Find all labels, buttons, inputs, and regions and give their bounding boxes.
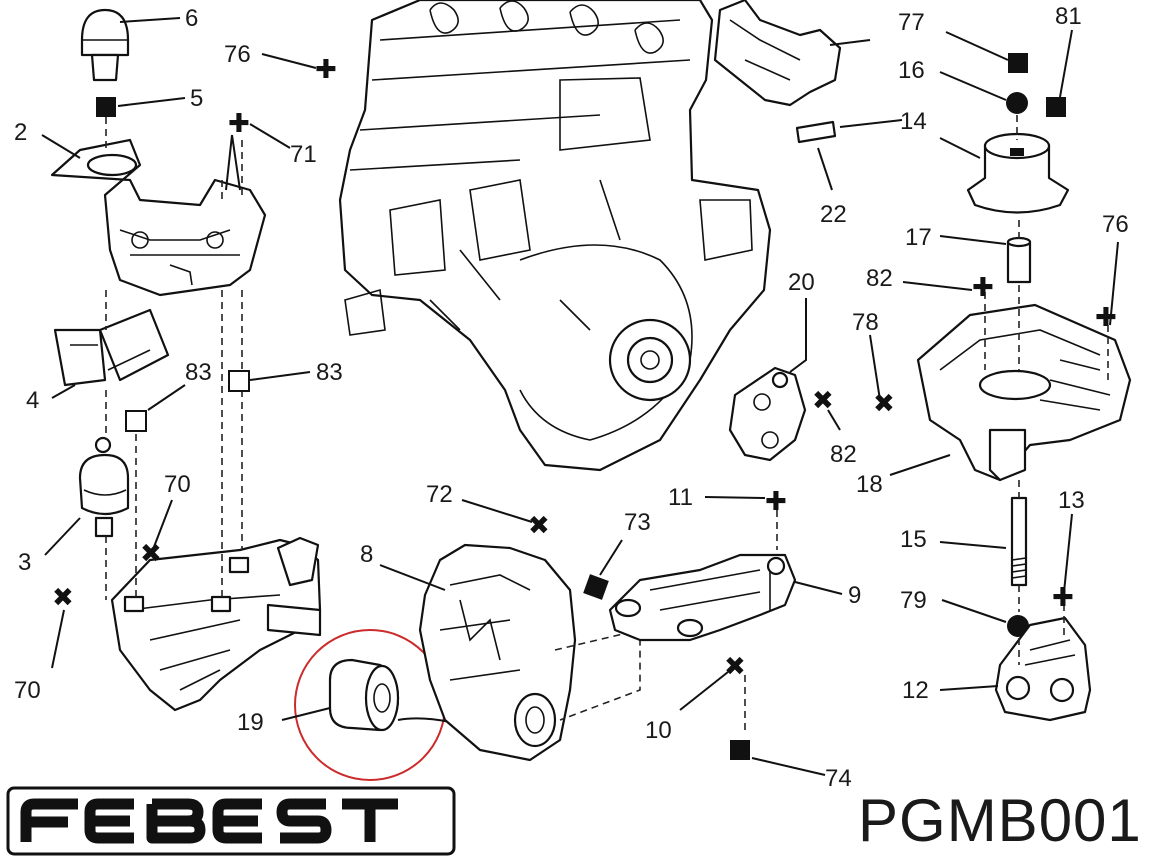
callout-77: 77 xyxy=(898,9,925,36)
part-2-upper-bracket xyxy=(50,138,267,297)
washer-79 xyxy=(1007,615,1029,637)
cross-76b: ✚ xyxy=(1095,303,1117,333)
callout-6: 6 xyxy=(185,5,198,32)
callout-82: 82 xyxy=(866,265,893,292)
callout-16: 16 xyxy=(898,57,925,84)
cross-13: ✚ xyxy=(1052,583,1074,613)
part-5-square xyxy=(96,97,116,117)
square-77 xyxy=(1008,53,1028,73)
left-fasteners: ✚ ✚ ✖ ✖ xyxy=(52,55,337,613)
callout-3: 3 xyxy=(18,549,31,576)
callout-72: 72 xyxy=(426,481,453,508)
callout-71: 71 xyxy=(290,141,317,168)
callout-9: 9 xyxy=(848,582,861,609)
part-14-mount-top xyxy=(966,132,1070,214)
part-9-bracket xyxy=(608,553,797,642)
callout-8: 8 xyxy=(360,541,373,568)
cross-11: ✚ xyxy=(765,487,787,517)
callout-19: 19 xyxy=(237,709,264,736)
leader-lines xyxy=(41,17,1119,776)
left-alignment-lines xyxy=(105,117,243,600)
part-17-sleeve xyxy=(1006,236,1032,284)
callout-20: 20 xyxy=(788,269,815,296)
callout-13: 13 xyxy=(1058,487,1085,514)
part-19-bushing-highlighted xyxy=(294,629,451,781)
callout-17: 17 xyxy=(905,224,932,251)
cross-72: ✖ xyxy=(528,511,550,541)
part-4-pad xyxy=(53,308,170,387)
callout-79: 79 xyxy=(900,587,927,614)
right-alignment-lines xyxy=(984,115,1109,665)
cross-82a: ✖ xyxy=(812,386,834,416)
part-15-stud xyxy=(1010,496,1028,587)
part-14-top-bracket xyxy=(713,0,842,144)
part-18-housing xyxy=(916,303,1132,482)
callout-4: 4 xyxy=(26,387,39,414)
callout-12: 12 xyxy=(902,677,929,704)
febest-logo xyxy=(6,786,458,858)
callout-74: 74 xyxy=(825,765,852,792)
square-81 xyxy=(1046,97,1066,117)
callout-83: 83 xyxy=(185,359,212,386)
callout-10: 10 xyxy=(645,717,672,744)
center-fasteners: ✖ ✚ ✖ xyxy=(528,487,787,760)
cross-71: ✚ xyxy=(228,109,250,139)
cross-82b: ✚ xyxy=(972,273,994,303)
engine-block xyxy=(338,0,772,472)
square-83a xyxy=(125,410,147,432)
cross-70b: ✖ xyxy=(52,583,74,613)
square-74 xyxy=(730,740,750,760)
callout-78: 78 xyxy=(852,309,879,336)
callout-2: 2 xyxy=(14,119,27,146)
callout-5: 5 xyxy=(190,85,203,112)
lower-left-bracket xyxy=(110,536,322,712)
cross-76a: ✚ xyxy=(315,55,337,85)
callout-70: 70 xyxy=(14,677,41,704)
part-3-rubber-mount xyxy=(78,436,130,538)
part-20-bracket xyxy=(728,366,807,462)
callout-82: 82 xyxy=(830,441,857,468)
square-83b xyxy=(228,370,250,392)
cross-70a: ✖ xyxy=(140,539,162,569)
cross-10: ✖ xyxy=(724,652,746,682)
callout-83: 83 xyxy=(316,359,343,386)
callout-14: 14 xyxy=(900,108,927,135)
callout-73: 73 xyxy=(624,509,651,536)
callout-76: 76 xyxy=(1102,211,1129,238)
callout-22: 22 xyxy=(820,201,847,228)
callout-18: 18 xyxy=(856,471,883,498)
callout-76: 76 xyxy=(224,41,251,68)
washer-16 xyxy=(1006,92,1028,114)
square-73 xyxy=(583,574,609,600)
cross-78: ✖ xyxy=(873,389,895,419)
callout-labels: 6 76 5 2 71 4 83 83 3 70 70 19 72 8 73 1… xyxy=(14,3,1129,792)
part-number: PGMB001 xyxy=(858,787,1142,854)
callout-81: 81 xyxy=(1055,3,1082,30)
callout-11: 11 xyxy=(668,484,693,511)
part-6-cap xyxy=(80,8,130,82)
callout-70: 70 xyxy=(164,471,191,498)
callout-15: 15 xyxy=(900,526,927,553)
part-8-gearbox-mount xyxy=(418,543,641,762)
